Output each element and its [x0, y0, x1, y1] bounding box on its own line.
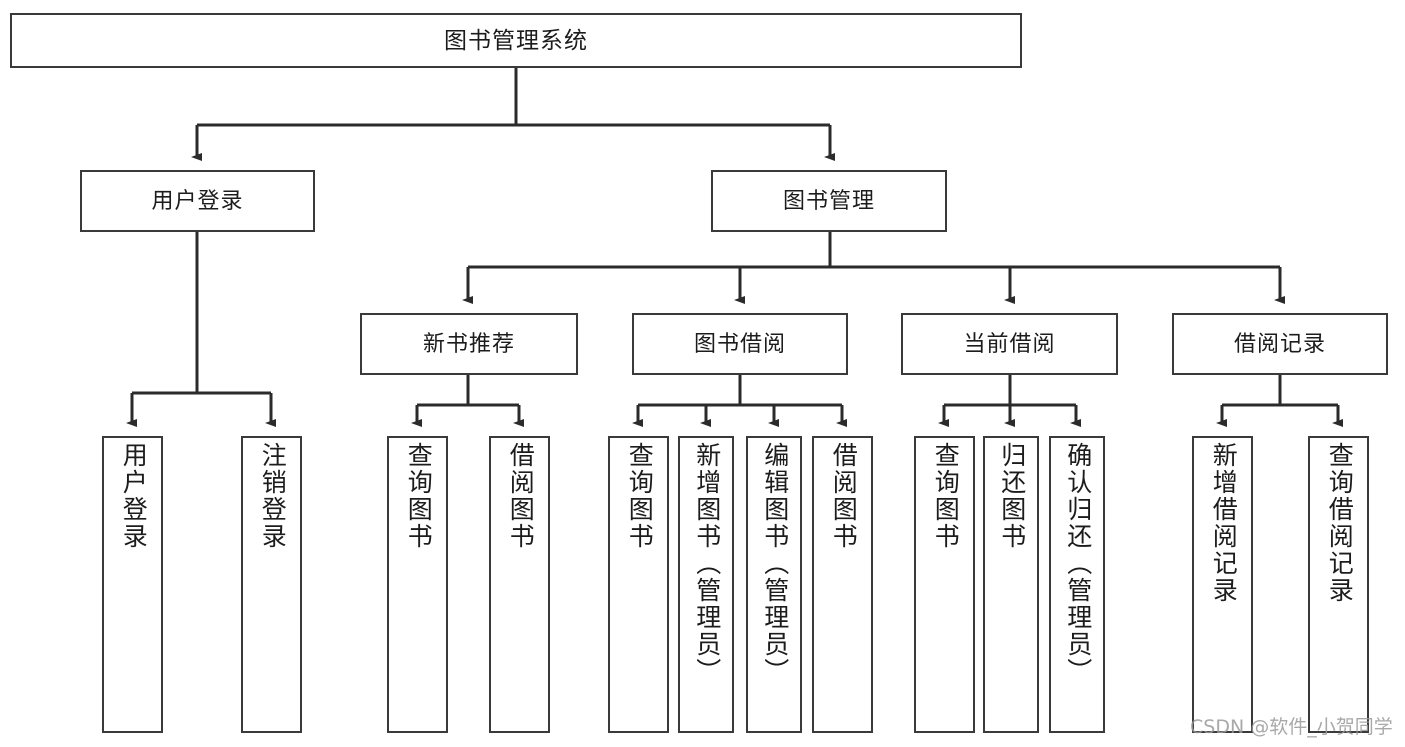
node-label: 用户登录	[119, 442, 148, 550]
leaf-query-borrow-record[interactable]: 查询借阅记录	[1308, 436, 1369, 733]
leaf-confirm-return[interactable]: 确认归还（管理员）	[1049, 436, 1105, 733]
leaf-query-book-recommend[interactable]: 查询图书	[387, 436, 448, 733]
node-new-book-recommend[interactable]: 新书推荐	[360, 313, 578, 375]
leaf-borrow-book-recommend[interactable]: 借阅图书	[489, 436, 550, 733]
leaf-logout-login[interactable]: 注销登录	[241, 436, 302, 733]
node-borrow-record[interactable]: 借阅记录	[1172, 313, 1388, 375]
node-label: 图书借阅	[693, 330, 786, 356]
node-label: 查询图书	[625, 442, 654, 550]
node-label: 查询借阅记录	[1325, 442, 1354, 604]
node-label: 确认归还（管理员）	[1063, 442, 1092, 685]
node-label: 当前借阅	[963, 330, 1056, 356]
leaf-query-book-borrow[interactable]: 查询图书	[608, 436, 669, 733]
leaf-add-borrow-record[interactable]: 新增借阅记录	[1192, 436, 1253, 733]
node-label: 借阅图书	[829, 442, 858, 550]
leaf-add-book[interactable]: 新增图书（管理员）	[678, 436, 734, 733]
node-user-login[interactable]: 用户登录	[80, 170, 315, 232]
node-label: 借阅记录	[1233, 330, 1326, 356]
node-label: 查询图书	[931, 442, 960, 550]
leaf-edit-book[interactable]: 编辑图书（管理员）	[746, 436, 802, 733]
node-label: 编辑图书（管理员）	[760, 442, 789, 685]
node-book-borrow[interactable]: 图书借阅	[632, 313, 848, 375]
node-label: 图书管理	[782, 187, 875, 213]
leaf-query-book-current[interactable]: 查询图书	[914, 436, 975, 733]
leaf-borrow-book[interactable]: 借阅图书	[812, 436, 873, 733]
node-book-management[interactable]: 图书管理	[711, 170, 947, 232]
node-label: 归还图书	[997, 442, 1026, 550]
csdn-watermark: CSDN @软件_小贺同学	[1190, 716, 1393, 738]
node-label: 新书推荐	[422, 330, 515, 356]
node-label: 借阅图书	[506, 442, 535, 550]
node-root-system[interactable]: 图书管理系统	[10, 13, 1022, 68]
node-label: 查询图书	[404, 442, 433, 550]
node-label: 新增借阅记录	[1209, 442, 1238, 604]
node-label: 注销登录	[258, 442, 287, 550]
node-label: 新增图书（管理员）	[692, 442, 721, 685]
node-current-borrow[interactable]: 当前借阅	[901, 313, 1118, 375]
node-label: 图书管理系统	[444, 26, 588, 53]
leaf-return-book[interactable]: 归还图书	[983, 436, 1039, 733]
leaf-user-login[interactable]: 用户登录	[102, 436, 163, 733]
node-label: 用户登录	[151, 187, 244, 213]
